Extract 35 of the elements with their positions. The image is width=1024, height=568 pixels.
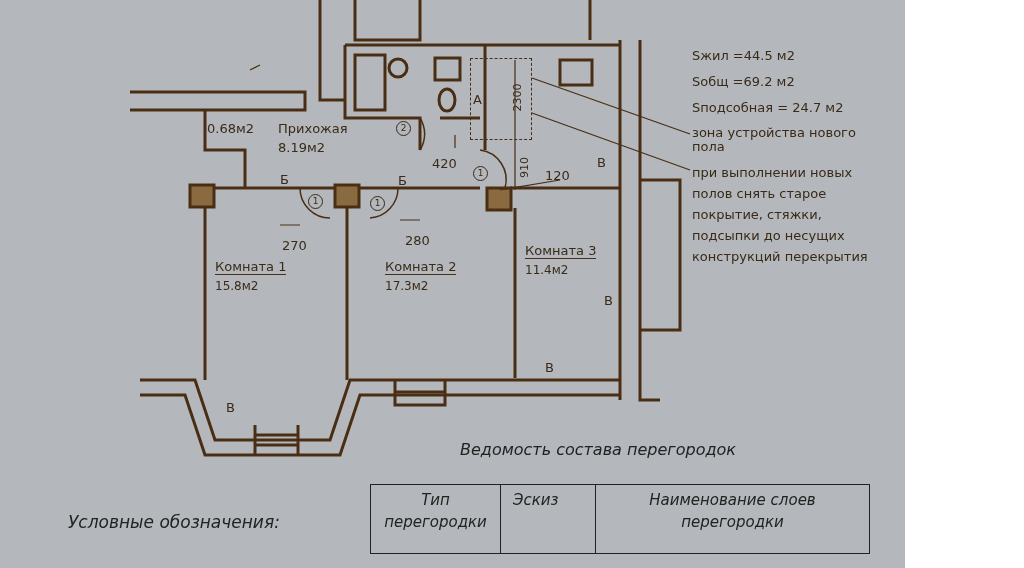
marker-letter: А (473, 92, 482, 107)
area-figure: Sжил =44.5 м2 (692, 48, 795, 63)
dimension: 420 (432, 156, 457, 171)
room-name: Комната 1 (215, 259, 287, 275)
room-area: 17.3м2 (385, 279, 429, 294)
room-area: 8.19м2 (278, 140, 326, 155)
dimension: 270 (282, 238, 307, 253)
leader-line (531, 112, 691, 171)
storage-area-label: 0.68м2 (207, 121, 255, 136)
room-name: Комната 3 (525, 243, 597, 259)
floor-zone (470, 58, 532, 140)
dimension: 910 (517, 157, 532, 178)
dimension: 2300 (509, 83, 525, 112)
marker-letter: Б (280, 172, 289, 187)
table-header-cell: Эскиз (500, 484, 596, 554)
area-figure: Sобщ =69.2 м2 (692, 74, 795, 89)
dimension: 280 (405, 233, 430, 248)
table-header-cell: Тип перегородки (370, 484, 501, 554)
dimension: 120 (545, 168, 570, 183)
leader-line (531, 77, 691, 135)
legend-heading: Условные обозначения: (68, 515, 280, 530)
marker-letter: В (604, 293, 613, 308)
room-name: Комната 2 (385, 259, 457, 275)
marker-letter: Б (398, 173, 407, 188)
marker-letter: В (597, 155, 606, 170)
table-header-cell: Наименование слоев перегородки (595, 484, 870, 554)
room-area: 11.4м2 (525, 263, 569, 278)
marker-letter: В (226, 400, 235, 415)
note-text: зона устройства нового пола (692, 126, 857, 154)
note-text: при выполнении новых полов снять старое покрытие, стяжки, подсыпки до несущих конструкций перекрытия (692, 164, 869, 266)
area-figure: Sподсобная = 24.7 м2 (692, 100, 844, 115)
room-name: Прихожая (278, 121, 348, 136)
room-area: 15.8м2 (215, 279, 259, 294)
table-title: Ведомость состава перегородок (460, 442, 736, 457)
marker-letter: В (545, 360, 554, 375)
